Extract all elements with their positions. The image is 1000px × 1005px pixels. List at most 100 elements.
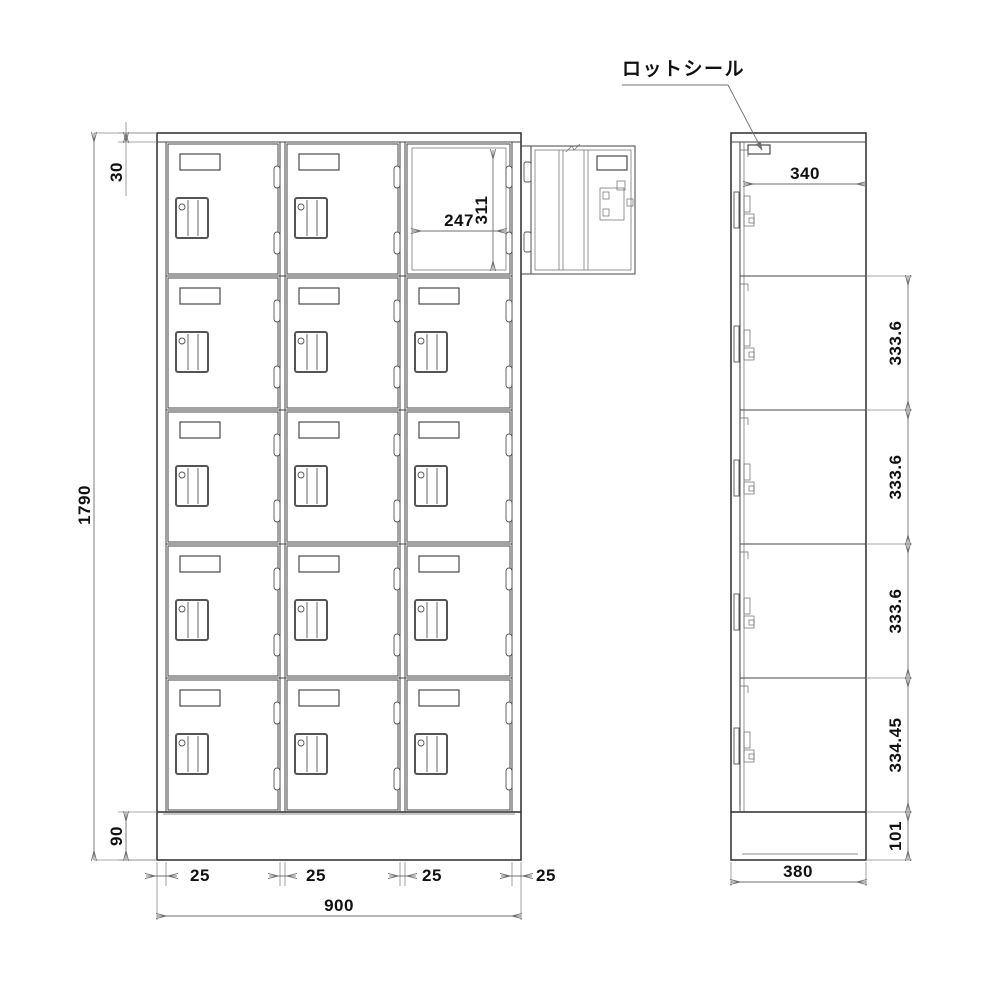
dim-top-band: 30	[107, 162, 126, 182]
door-lock[interactable]	[414, 331, 448, 373]
locker-door-r2c2[interactable]	[286, 277, 401, 409]
locker-door-r1c1[interactable]	[167, 143, 281, 275]
hinge-icon	[505, 567, 513, 591]
locker-door-r2c1[interactable]	[167, 277, 281, 409]
dim-row-25: 25 25 25 25	[146, 862, 556, 886]
dim-pitch-4: 334.45	[886, 718, 905, 773]
side-hardware-row3	[733, 459, 755, 497]
name-plate	[298, 689, 340, 707]
name-plate	[418, 421, 460, 439]
key-hole-icon	[297, 337, 305, 345]
key-hole-icon	[417, 471, 425, 479]
key-hole-icon	[178, 739, 186, 747]
door-lock[interactable]	[414, 599, 448, 641]
key-hole-icon	[297, 605, 305, 613]
dim-offset-1: 25	[190, 866, 210, 885]
break-symbol	[565, 143, 581, 153]
hinge-icon	[505, 499, 513, 523]
name-plate	[179, 421, 221, 439]
door-lock[interactable]	[294, 331, 328, 373]
hinge-icon	[273, 767, 281, 791]
lock-hardware-rear	[599, 180, 634, 221]
key-hole-icon	[417, 605, 425, 613]
hinge-icon	[505, 767, 513, 791]
door-lock[interactable]	[175, 599, 209, 641]
hinge-icon	[393, 567, 401, 591]
side-door-returns	[740, 149, 749, 693]
side-cabinet-base	[731, 806, 866, 855]
dim-offset-4: 25	[536, 866, 556, 885]
door-lock[interactable]	[175, 197, 209, 239]
side-dimensions: 340 333.6 333.6 333.6 334.45 101 380	[731, 164, 912, 886]
door-lock[interactable]	[294, 599, 328, 641]
locker-door-r5c2[interactable]	[286, 679, 401, 811]
door-lock[interactable]	[414, 465, 448, 507]
name-plate	[418, 689, 460, 707]
locker-door-r3c2[interactable]	[286, 411, 401, 543]
door-lock[interactable]	[294, 197, 328, 239]
locker-door-r4c1[interactable]	[167, 545, 281, 677]
hinge-icon	[505, 165, 513, 189]
hinge-icon	[273, 499, 281, 523]
locker-compartment-open-r1c3[interactable]	[406, 143, 513, 275]
locker-door-r4c3[interactable]	[406, 545, 513, 677]
hinge-icon	[733, 459, 740, 497]
locker-door-r1c2[interactable]	[286, 143, 401, 275]
locker-door-r5c1[interactable]	[167, 679, 281, 811]
door-lock[interactable]	[175, 331, 209, 373]
lot-seal-annotation: ロットシール	[622, 59, 763, 151]
hinge-icon	[733, 325, 740, 363]
key-hole-icon	[178, 471, 186, 479]
side-hardware-row5	[733, 727, 755, 765]
hinge-icon	[393, 231, 401, 255]
dim-pitch-1: 333.6	[886, 320, 905, 365]
hinge-icon	[505, 701, 513, 725]
dim-overall-width: 900	[324, 896, 354, 915]
door-lock[interactable]	[414, 733, 448, 775]
key-hole-icon	[297, 471, 305, 479]
dim-offset-3: 25	[422, 866, 442, 885]
name-plate	[179, 689, 221, 707]
front-dimensions: 1790 30 90 247 311	[75, 122, 556, 920]
lot-seal-mark	[747, 144, 771, 155]
front-view	[156, 132, 636, 861]
side-view	[730, 132, 867, 861]
side-hardware-row4	[733, 593, 755, 631]
key-hole-icon	[417, 739, 425, 747]
door-lock[interactable]	[294, 733, 328, 775]
name-plate	[179, 287, 221, 305]
dim-overall-depth: 380	[783, 862, 813, 881]
hinge-icon	[273, 567, 281, 591]
hinge-icon	[393, 365, 401, 389]
side-cabinet-outline	[730, 132, 867, 861]
shelf-lines	[166, 275, 512, 679]
side-shelf-lines	[740, 275, 866, 679]
locker-door-r2c3[interactable]	[406, 277, 513, 409]
name-plate	[179, 555, 221, 573]
name-plate	[298, 153, 340, 171]
hinge-icon	[273, 701, 281, 725]
hinge-icon	[273, 365, 281, 389]
key-hole-icon	[297, 203, 305, 211]
compartment-interior	[411, 147, 507, 271]
hinge-icon	[273, 433, 281, 457]
door-lock[interactable]	[175, 733, 209, 775]
hinge-icon	[733, 593, 740, 631]
name-plate	[298, 555, 340, 573]
door-lock[interactable]	[294, 465, 328, 507]
locker-door-r3c3[interactable]	[406, 411, 513, 543]
open-door-assembly[interactable]	[521, 143, 636, 275]
name-plate	[418, 555, 460, 573]
side-hardware-row2	[733, 325, 755, 363]
hinge-icon	[273, 633, 281, 657]
hinge-icon	[505, 365, 513, 389]
locker-door-r3c1[interactable]	[167, 411, 281, 543]
name-plate	[179, 153, 221, 171]
hinge-icon	[393, 433, 401, 457]
locker-door-r5c3[interactable]	[406, 679, 513, 811]
door-lock[interactable]	[175, 465, 209, 507]
key-hole-icon	[417, 337, 425, 345]
locker-door-r4c2[interactable]	[286, 545, 401, 677]
hinge-icon	[505, 231, 513, 255]
